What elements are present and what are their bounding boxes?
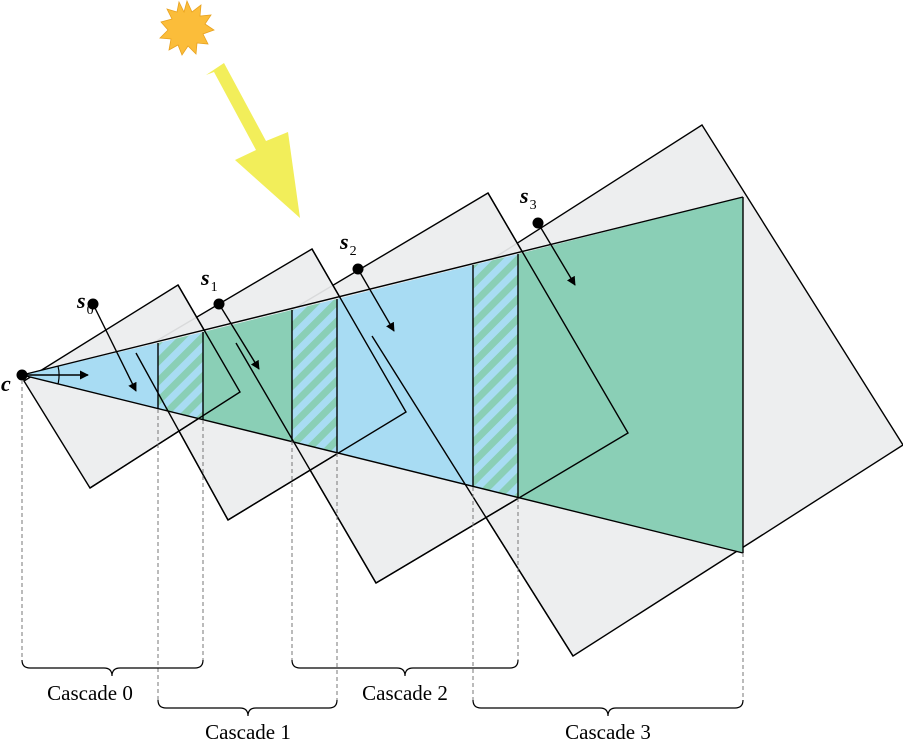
- light-direction-arrow: [206, 63, 300, 218]
- light-arrows: [22, 222, 576, 392]
- arrow-s3: [537, 222, 576, 286]
- brace-cascade-1: [157, 699, 338, 717]
- frustum-far-3: [518, 197, 743, 553]
- arrow-s2: [357, 268, 395, 332]
- brace-cascade-2: [291, 659, 519, 677]
- split-label-s2: s2: [339, 229, 357, 259]
- cascade-label-1: Cascade 1: [205, 720, 291, 744]
- split-point-s3: [532, 217, 544, 229]
- split-point-s2: [352, 263, 364, 275]
- cascade-label-0: Cascade 0: [47, 681, 133, 705]
- camera-angle-arc: [57, 365, 60, 385]
- frustum-far-1: [203, 310, 292, 441]
- brace-cascade-3: [472, 699, 744, 717]
- split-label-s0: s0: [76, 288, 94, 318]
- cascade-label-3: Cascade 3: [565, 720, 651, 744]
- sun-icon: [159, 0, 215, 56]
- frustum-near-2: [337, 265, 473, 487]
- split-label-s1: s1: [200, 265, 218, 295]
- cascade-label-2: Cascade 2: [362, 681, 448, 705]
- arrow-s1: [218, 303, 260, 370]
- frustum-near-0: [22, 343, 158, 409]
- brace-cascade-0: [21, 659, 204, 677]
- frustum-overlap-12: [292, 299, 337, 453]
- frustum-overlap-23: [473, 254, 518, 498]
- split-label-s3: s3: [519, 183, 537, 213]
- arrow-s0: [92, 303, 137, 392]
- cascade-braces: [21, 659, 744, 717]
- split-points: [16, 217, 544, 381]
- camera-label: c: [1, 371, 11, 396]
- view-frustum: [22, 197, 743, 553]
- frustum-outline: [21, 196, 744, 554]
- dashed-guides: [21, 380, 744, 700]
- frustum-overlap-01: [158, 332, 203, 420]
- camera-point: [16, 369, 28, 381]
- split-point-s1: [213, 298, 225, 310]
- split-point-s0: [87, 298, 99, 310]
